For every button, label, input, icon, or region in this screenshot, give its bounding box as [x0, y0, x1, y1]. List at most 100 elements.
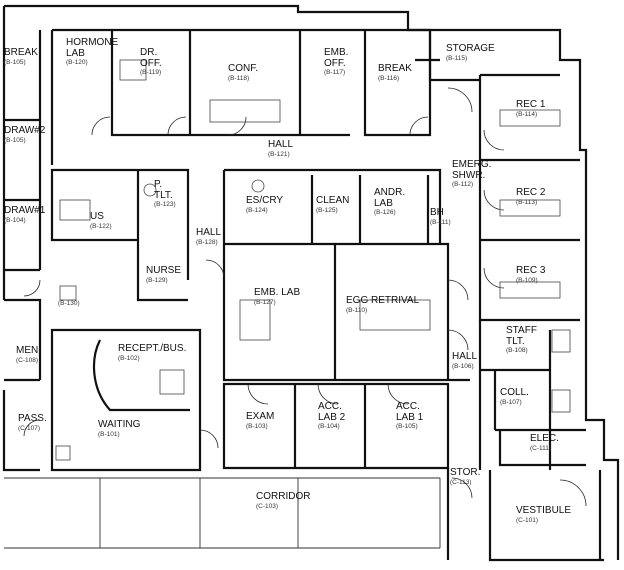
- room-acc-lab-2[interactable]: ACC. LAB 2(B-104): [318, 401, 354, 431]
- room-name: REC 2: [516, 187, 546, 198]
- room-code: (B-114): [516, 110, 538, 118]
- wall-left-lower: [2, 298, 42, 472]
- room-draw-2[interactable]: DRAW#2(B-105): [4, 125, 46, 144]
- room-code: (B-128): [196, 238, 218, 246]
- room-rec-3[interactable]: REC 3(B-109): [516, 265, 546, 284]
- room-name: EXAM: [246, 411, 275, 422]
- room-elec[interactable]: ELEC.(C-111): [530, 433, 559, 452]
- room-clean[interactable]: CLEAN(B-125): [316, 195, 350, 214]
- room-egg-retrival[interactable]: EGG RETRIVAL(B-110): [346, 295, 420, 314]
- room-code: (B-127): [254, 298, 276, 306]
- room-coll[interactable]: COLL.(B-107): [500, 387, 529, 406]
- room-name: HALL: [452, 351, 478, 362]
- room-name: ELEC.: [530, 433, 559, 444]
- room-name: EMB. OFF.: [324, 47, 349, 69]
- wall-us-block: [50, 168, 190, 302]
- room-code: (B-118): [228, 74, 250, 82]
- wall-rec: [478, 160, 580, 322]
- room-pass[interactable]: PASS.(C-107): [18, 413, 47, 432]
- room-name: EMB. LAB: [254, 287, 301, 298]
- room-andr-lab[interactable]: ANDR. LAB(B-126): [374, 187, 410, 217]
- room-code: (B-104): [318, 423, 340, 430]
- room-code: (B-115): [446, 54, 468, 62]
- room-code: (B-107): [500, 398, 522, 406]
- room-name: PASS.: [18, 413, 47, 424]
- furniture: [55, 59, 571, 461]
- room-name: DRAW#1: [4, 205, 46, 216]
- room-code: (B-126): [374, 209, 396, 216]
- room-name: DR. OFF.: [140, 47, 162, 69]
- room-name: BH: [430, 207, 444, 218]
- room-men[interactable]: MEN(C-108): [16, 345, 39, 364]
- room-hall-mid[interactable]: HALL(B-128): [196, 227, 221, 246]
- room-hall-right[interactable]: HALL(B-106): [452, 351, 478, 370]
- room-draw-1[interactable]: DRAW#1(B-104): [4, 205, 46, 224]
- room-code: (B-119): [140, 69, 162, 76]
- room-code: (B-108): [506, 347, 528, 354]
- room-b130[interactable]: (B-130): [58, 300, 80, 308]
- room-name: CORRIDOR: [256, 491, 311, 502]
- room-name: NURSE: [146, 265, 182, 276]
- room-code: (B-130): [58, 300, 80, 307]
- room-name: ES/CRY: [246, 195, 284, 206]
- room-corridor[interactable]: CORRIDOR(C-103): [256, 491, 311, 510]
- exterior-wall: [4, 4, 620, 560]
- room-waiting[interactable]: WAITING(B-101): [98, 419, 140, 438]
- room-code: (C-113): [450, 478, 472, 486]
- room-rec-2[interactable]: REC 2(B-113): [516, 187, 546, 206]
- room-exam[interactable]: EXAM(B-103): [246, 411, 275, 430]
- room-bh[interactable]: BH(B-111): [430, 207, 451, 226]
- room-recept-bus[interactable]: RECEPT./BUS.(B-102): [118, 343, 187, 362]
- room-name: VESTIBULE: [516, 505, 572, 516]
- room-code: (B-105): [4, 136, 26, 144]
- room-es-cry[interactable]: ES/CRY(B-124): [246, 195, 284, 214]
- room-name: DRAW#2: [4, 125, 46, 136]
- room-code: (C-108): [16, 356, 39, 364]
- room-hall-top[interactable]: HALL(B-121): [268, 139, 293, 158]
- room-code: (B-120): [66, 59, 88, 66]
- room-name: REC 3: [516, 265, 546, 276]
- room-emerg-shwr[interactable]: EMERG. SHWR.(B-112): [452, 159, 491, 189]
- room-storage[interactable]: STORAGE(B-115): [446, 43, 495, 62]
- room-rec-1[interactable]: REC 1(B-114): [516, 99, 546, 118]
- room-name: CLEAN: [316, 195, 350, 206]
- room-name: EGG RETRIVAL: [346, 295, 420, 306]
- room-break-left[interactable]: BREAK(B-105): [4, 47, 38, 66]
- room-name: STORAGE: [446, 43, 495, 54]
- room-p-tlt[interactable]: P. TLT.(B-123): [154, 179, 182, 209]
- wall-left-column: [4, 30, 42, 272]
- room-name: STOR.: [450, 467, 481, 478]
- room-staff-tlt[interactable]: STAFF TLT.(B-108): [506, 325, 540, 355]
- room-emb-off[interactable]: EMB. OFF.(B-117): [324, 47, 356, 77]
- room-name: REC 1: [516, 99, 546, 110]
- room-code: (B-110): [346, 306, 368, 314]
- room-code: (B-116): [378, 74, 400, 82]
- room-code: (C-103): [256, 502, 279, 510]
- room-acc-lab-1[interactable]: ACC. LAB 1(B-105): [396, 401, 432, 431]
- room-name: RECEPT./BUS.: [118, 343, 187, 354]
- room-us[interactable]: US(B-122): [90, 211, 112, 230]
- room-code: (B-117): [324, 69, 346, 76]
- room-conf[interactable]: CONF.(B-118): [228, 63, 258, 82]
- room-name: CONF.: [228, 63, 258, 74]
- room-stor[interactable]: STOR.(C-113): [450, 467, 481, 486]
- room-code: (B-124): [246, 206, 268, 214]
- room-emb-lab[interactable]: EMB. LAB(B-127): [254, 287, 301, 306]
- room-code: (C-101): [516, 516, 539, 524]
- room-code: (B-125): [316, 206, 338, 214]
- room-name: BREAK: [378, 63, 412, 74]
- room-nurse[interactable]: NURSE(B-129): [146, 265, 182, 284]
- room-name: MEN: [16, 345, 39, 356]
- room-vestibule[interactable]: VESTIBULE(C-101): [516, 505, 572, 524]
- room-code: (B-105): [396, 423, 418, 430]
- room-code: (B-102): [118, 354, 140, 362]
- room-code: (B-109): [516, 276, 538, 284]
- room-hormone-lab[interactable]: HORMONE LAB(B-120): [66, 37, 120, 67]
- room-dr-off[interactable]: DR. OFF.(B-119): [140, 47, 170, 77]
- room-name: BREAK: [4, 47, 38, 58]
- room-name: HORMONE LAB: [66, 37, 119, 59]
- room-code: (B-121): [268, 150, 290, 158]
- room-break[interactable]: BREAK(B-116): [378, 63, 412, 82]
- door-swings: [23, 87, 587, 507]
